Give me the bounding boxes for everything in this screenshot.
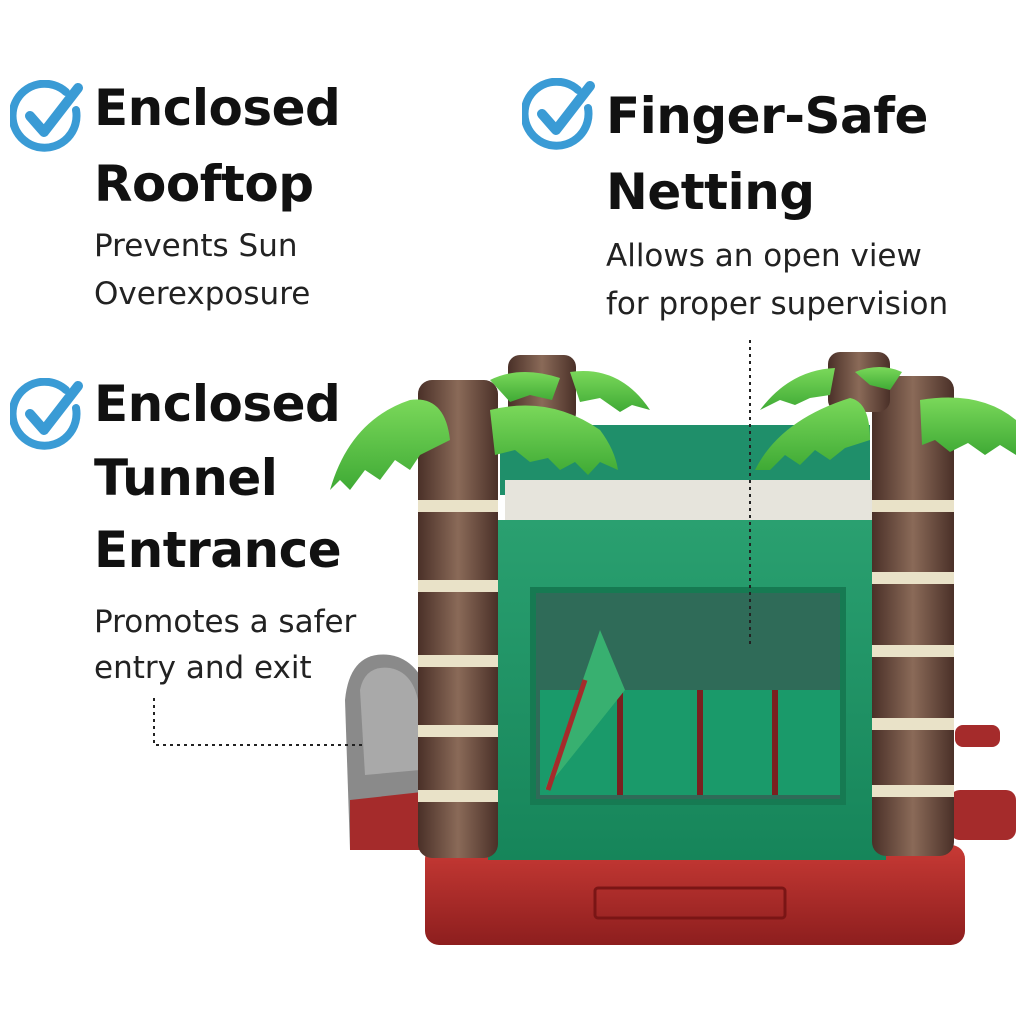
feature-title-line: Finger-Safe (606, 87, 928, 145)
feature-title-line: Netting (606, 163, 815, 221)
checkmark-circle-icon (522, 78, 595, 150)
feature-title-line: Entrance (94, 521, 342, 579)
checkmark-circle-icon (10, 80, 83, 152)
feature-desc-line: for proper supervision (606, 286, 949, 322)
feature-desc-line: Prevents Sun (94, 228, 298, 264)
feature-desc-line: Promotes a safer (94, 604, 357, 640)
feature-desc-line: Overexposure (94, 276, 311, 312)
feature-title-line: Enclosed (94, 79, 341, 137)
feature-title-line: Enclosed (94, 375, 341, 433)
feature-desc-line: entry and exit (94, 650, 312, 686)
bounce-house-image (330, 352, 1016, 945)
checkmark-circle-icon (10, 378, 83, 450)
feature-desc-line: Allows an open view (606, 238, 922, 274)
feature-title-line: Rooftop (94, 155, 314, 213)
feature-title-line: Tunnel (94, 449, 278, 507)
